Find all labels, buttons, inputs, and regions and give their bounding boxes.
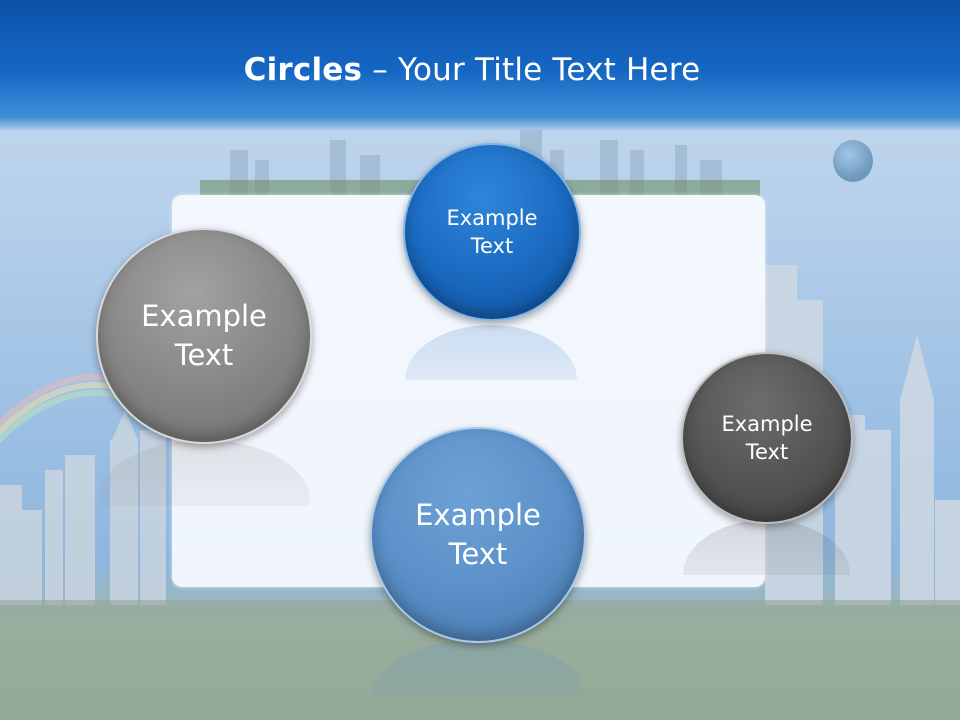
circle-text-line2: Text bbox=[745, 440, 789, 464]
circle-text-line1: Example bbox=[141, 298, 267, 333]
circle-text-line2: Text bbox=[448, 537, 508, 571]
hot-air-balloon-icon bbox=[833, 140, 873, 182]
title-bar bbox=[0, 0, 960, 130]
circle-text-line1: Example bbox=[721, 411, 813, 436]
circle-text-line2: Text bbox=[174, 338, 234, 372]
circle-text-line1: Example bbox=[446, 205, 538, 230]
circle-text-line2: Text bbox=[470, 234, 514, 258]
slide-title: Circles – Your Title Text Here bbox=[0, 52, 944, 88]
circle-text-line1: Example bbox=[415, 497, 541, 532]
title-rest: – Your Title Text Here bbox=[362, 52, 701, 88]
title-bold: Circles bbox=[243, 52, 363, 88]
